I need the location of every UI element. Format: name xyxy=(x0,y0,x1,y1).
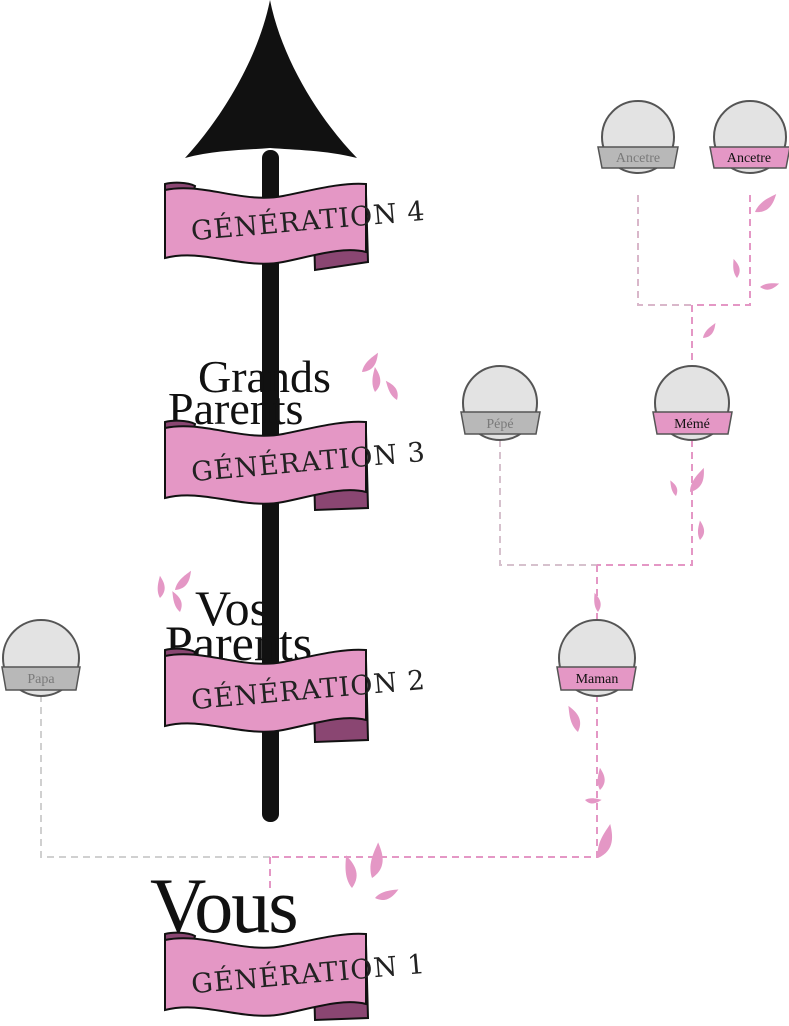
connector-papa xyxy=(40,695,270,858)
person-ancetre-grey: Ancetre xyxy=(597,100,679,174)
connector-ancetre-pink xyxy=(692,195,751,306)
title-vos-parents: Vos Parents xyxy=(165,580,312,671)
person-ancetre-pink: Ancetre xyxy=(709,100,789,174)
person-ancetre-grey-label: Ancetre xyxy=(616,151,660,166)
arrowhead-icon xyxy=(185,0,357,158)
person-maman: Maman xyxy=(556,619,637,697)
generation-1-ribbon: GÉNÉRATION 1 xyxy=(164,931,427,1022)
person-papa: Papa xyxy=(1,619,81,697)
title-grands-parents: Grands Parents xyxy=(168,351,331,434)
leaf-decorations xyxy=(150,194,780,903)
person-pepe-label: Pépé xyxy=(486,417,513,432)
connector-ancetre-grey xyxy=(637,195,692,306)
person-maman-label: Maman xyxy=(576,672,619,687)
title-grands: Grands xyxy=(198,351,331,402)
generation-3-ribbon: GÉNÉRATION 3 xyxy=(164,419,427,512)
connector-lines xyxy=(40,195,751,890)
connector-meme xyxy=(597,440,693,566)
title-vos: Vos xyxy=(195,580,269,636)
person-papa-label: Papa xyxy=(27,672,55,687)
generation-2-ribbon: GÉNÉRATION 2 xyxy=(164,647,427,744)
connector-maman xyxy=(270,695,598,858)
connector-pepe xyxy=(499,440,597,566)
person-pepe: Pépé xyxy=(460,365,541,441)
person-meme-label: Mémé xyxy=(674,417,710,432)
person-ancetre-pink-label: Ancetre xyxy=(727,151,771,166)
generation-4-ribbon: GÉNÉRATION 4 xyxy=(164,181,427,272)
person-meme: Mémé xyxy=(652,365,733,441)
